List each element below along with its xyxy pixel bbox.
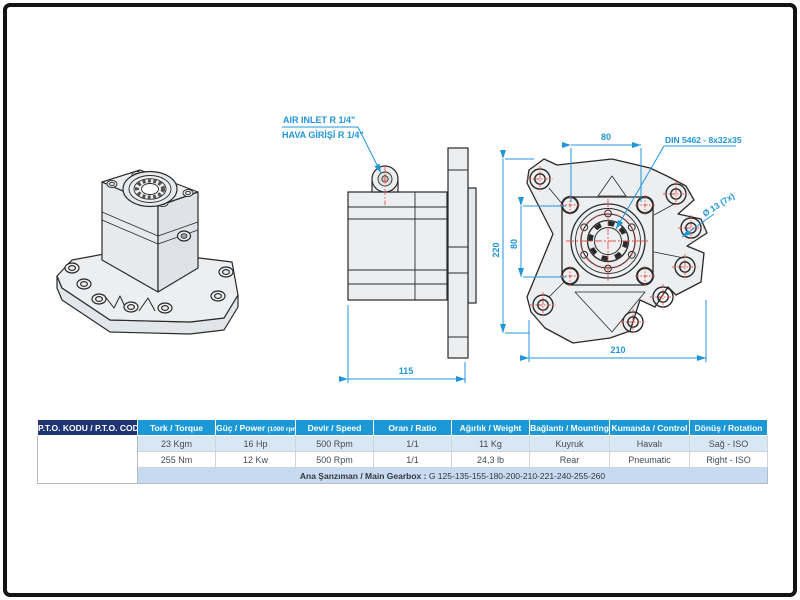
table-header-row: P.T.O. KODU / P.T.O. CODE Tork / Torque … — [37, 419, 768, 436]
dim-80h-label: 80 — [601, 132, 611, 142]
header-mounting: Bağlantı / Mounting — [529, 419, 610, 436]
cell-power-imp: 12 Kw — [215, 451, 296, 468]
cell-ratio-imp: 1/1 — [373, 451, 452, 468]
cell-mounting-en: Rear — [529, 451, 610, 468]
header-weight: Ağırlık / Weight — [451, 419, 530, 436]
table-row-metric: 23 Kgm 16 Hp 500 Rpm 1/1 11 Kg Kuyruk Ha… — [37, 435, 768, 484]
spline-callout: DIN 5462 - 8x32x35 — [615, 135, 742, 230]
header-rotation: Dönüş / Rotation — [689, 419, 768, 436]
table-row-imperial: 255 Nm 12 Kw 500 Rpm 1/1 24,3 lb Rear Pn… — [38, 451, 768, 468]
front-dims: 80 220 80 210 — [491, 132, 707, 362]
dim-115-label: 115 — [399, 366, 414, 376]
cell-rotation-tr: Sağ - ISO — [689, 435, 768, 452]
dim-210-label: 210 — [610, 345, 625, 355]
front-centerlines — [527, 166, 704, 335]
header-torque: Tork / Torque — [137, 419, 216, 436]
cell-speed-imp: 500 Rpm — [295, 451, 374, 468]
header-power-sub: (1000 rpm) — [267, 425, 295, 433]
iso-notch-2 — [138, 297, 156, 312]
technical-drawing: 115 AIR INLET R 1/4" HAVA GİRİŞİ R 1/4" — [56, 115, 742, 383]
dim-80v-label: 80 — [509, 239, 519, 249]
isometric-view — [56, 169, 239, 335]
side-flange — [447, 147, 469, 359]
air-inlet-label-tr: HAVA GİRİŞİ R 1/4" — [282, 130, 364, 140]
table-footer-row: Ana Şanzıman / Main Gearbox : G 125-135-… — [38, 467, 768, 484]
header-ratio: Oran / Ratio — [373, 419, 452, 436]
cell-torque-metric: 23 Kgm — [137, 435, 216, 452]
side-view — [347, 147, 477, 359]
cell-power-metric: 16 Hp — [215, 435, 296, 452]
pto-code-cell — [37, 435, 138, 484]
header-control: Kumanda / Control — [609, 419, 690, 436]
iso-flange-holes — [64, 262, 234, 314]
cell-control-tr: Havalı — [609, 435, 690, 452]
header-power: Güç / Power (1000 rpm) — [215, 419, 296, 436]
cell-ratio-metric: 1/1 — [373, 435, 452, 452]
cell-speed-metric: 500 Rpm — [295, 435, 374, 452]
cell-mounting-tr: Kuyruk — [529, 435, 610, 452]
front-view — [526, 158, 708, 344]
side-dim-115: 115 — [339, 305, 466, 383]
front-mount-plate — [561, 196, 654, 286]
gearbox-note: Ana Şanzıman / Main Gearbox : G 125-135-… — [137, 467, 768, 484]
air-inlet-label-en: AIR INLET R 1/4" — [283, 115, 355, 125]
spline-label: DIN 5462 - 8x32x35 — [665, 135, 742, 145]
side-body — [347, 191, 448, 301]
iso-notch-1 — [103, 294, 127, 310]
dim-220-label: 220 — [491, 242, 501, 257]
header-power-main: Güç / Power — [216, 422, 266, 433]
header-speed: Devir / Speed — [295, 419, 374, 436]
iso-side-port — [176, 230, 192, 242]
bolt-note-label: Ø 13 (7x) — [701, 191, 737, 219]
gearbox-note-value: G 125-135-155-180-200-210-221-240-255-26… — [426, 470, 606, 481]
cell-weight-imp: 24,3 lb — [451, 451, 530, 468]
gearbox-note-label: Ana Şanzıman / Main Gearbox : — [299, 470, 427, 481]
cell-torque-imp: 255 Nm — [137, 451, 216, 468]
cell-control-en: Pneumatic — [609, 451, 690, 468]
cell-weight-metric: 11 Kg — [451, 435, 530, 452]
spec-table: P.T.O. KODU / P.T.O. CODE Tork / Torque … — [37, 419, 768, 484]
cell-rotation-en: Right - ISO — [689, 451, 768, 468]
air-inlet-callout: AIR INLET R 1/4" HAVA GİRİŞİ R 1/4" — [282, 115, 382, 174]
header-pto-code: P.T.O. KODU / P.T.O. CODE — [37, 419, 138, 436]
iso-bearing — [122, 170, 178, 208]
